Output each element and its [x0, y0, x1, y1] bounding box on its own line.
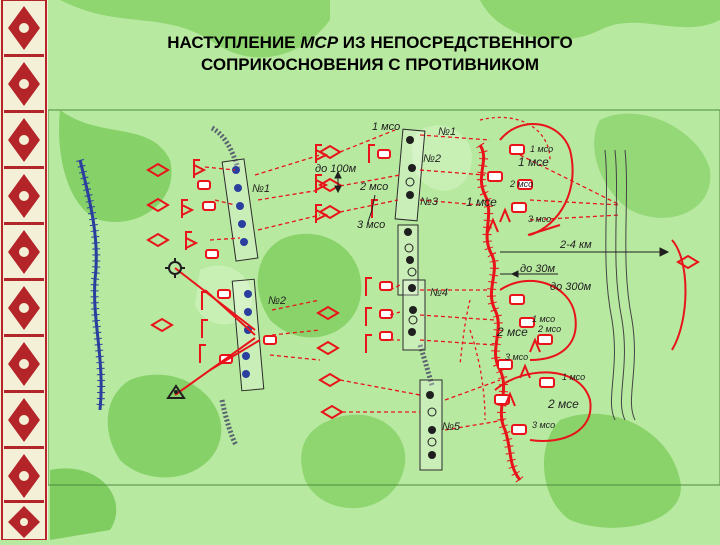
- label-enemy-2mso: 2 мсо: [509, 179, 533, 189]
- label-dist-300m: до 300м: [550, 281, 592, 293]
- label-dist-100: до 100м: [315, 163, 357, 175]
- label-enemy-2mse: 2 мсе: [496, 325, 528, 339]
- label-enemy-2mse-c: 2 мсе: [547, 397, 579, 411]
- label-enemy-3mso-b: 3 мсо: [505, 352, 528, 362]
- label-dist-30m: до 30м: [520, 263, 555, 275]
- title-line-2: СОПРИКОСНОВЕНИЯ С ПРОТИВНИКОМ: [90, 54, 650, 76]
- label-enemy-1mso-c: 1 мсо: [562, 372, 585, 382]
- label-top-1mso: 1 мсо: [372, 121, 400, 133]
- label-enemy-3mso-c: 3 мсо: [532, 420, 555, 430]
- title-prefix: НАСТУПЛЕНИЕ: [167, 33, 295, 52]
- label-unit3: №3: [420, 196, 439, 208]
- label-enemy-1mse-b: 1 мсе: [466, 195, 497, 209]
- label-3mso: 3 мсо: [357, 219, 385, 231]
- label-enemy-1mse: 1 мсе: [518, 155, 549, 169]
- label-unit4: №4: [430, 287, 448, 299]
- label-unit1-left: №1: [252, 183, 270, 195]
- title-suffix: ИЗ НЕПОСРЕДСТВЕННОГО: [343, 33, 573, 52]
- flag-pattern-border: [0, 0, 48, 540]
- title-abbr: МСР: [300, 33, 338, 52]
- label-unit1-top: №1: [438, 126, 456, 138]
- label-enemy-2mso-b: 2 мсо: [537, 324, 561, 334]
- label-unit2-left: №2: [268, 295, 286, 307]
- label-unit2-top: №2: [423, 153, 441, 165]
- label-unit5: №5: [442, 421, 461, 433]
- title-line-1: НАСТУПЛЕНИЕ МСР ИЗ НЕПОСРЕДСТВЕННОГО: [90, 32, 650, 54]
- page-title: НАСТУПЛЕНИЕ МСР ИЗ НЕПОСРЕДСТВЕННОГО СОП…: [90, 32, 650, 76]
- label-2mso: 2 мсо: [359, 181, 388, 193]
- label-enemy-1mso-small: 1 мсо: [530, 144, 553, 154]
- label-enemy-3mso: 3 мсо: [528, 214, 551, 224]
- label-enemy-1mso-b: 1 мсо: [532, 314, 555, 324]
- label-dist-24km: 2-4 км: [559, 239, 592, 251]
